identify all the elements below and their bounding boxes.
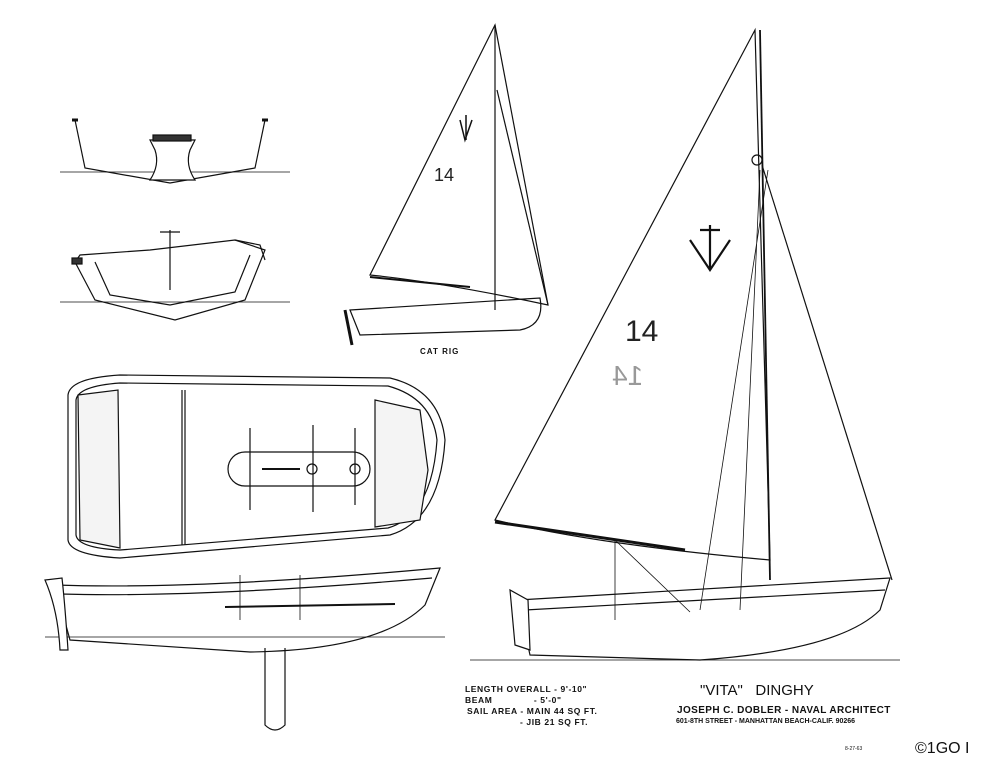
architect-name: JOSEPH C. DOBLER - NAVAL ARCHITECT <box>677 705 891 716</box>
architect-address: 601-8TH STREET - MANHATTAN BEACH-CALIF. … <box>676 718 856 725</box>
date-code: 8-27-63 <box>845 746 863 752</box>
spec-length-overall: LENGTH OVERALL - 9'-10" <box>465 684 588 694</box>
spec-sail-area-main: SAIL AREA - MAIN 44 SQ FT. <box>467 706 598 716</box>
hull-section-view <box>60 118 290 184</box>
cat-rig-sail-number: 14 <box>434 165 455 185</box>
hull-plan-view <box>67 374 446 559</box>
cat-rig-elevation <box>343 23 549 346</box>
spec-sail-area-jib: - JIB 21 SQ FT. <box>520 717 589 727</box>
hull-perspective-view <box>60 230 290 321</box>
spec-beam: BEAM - 5'-0" <box>465 695 562 705</box>
cat-rig-label: CAT RIG <box>420 347 460 356</box>
sloop-sail-number-front: 14 <box>625 315 659 348</box>
sloop-rig-elevation <box>470 27 900 661</box>
copyright-mark: ©1GO I <box>915 740 970 757</box>
drawing-title: "VITA" DINGHY <box>700 682 814 699</box>
hull-profile-view <box>44 567 445 731</box>
sloop-sail-number-back: 14 <box>612 360 644 391</box>
